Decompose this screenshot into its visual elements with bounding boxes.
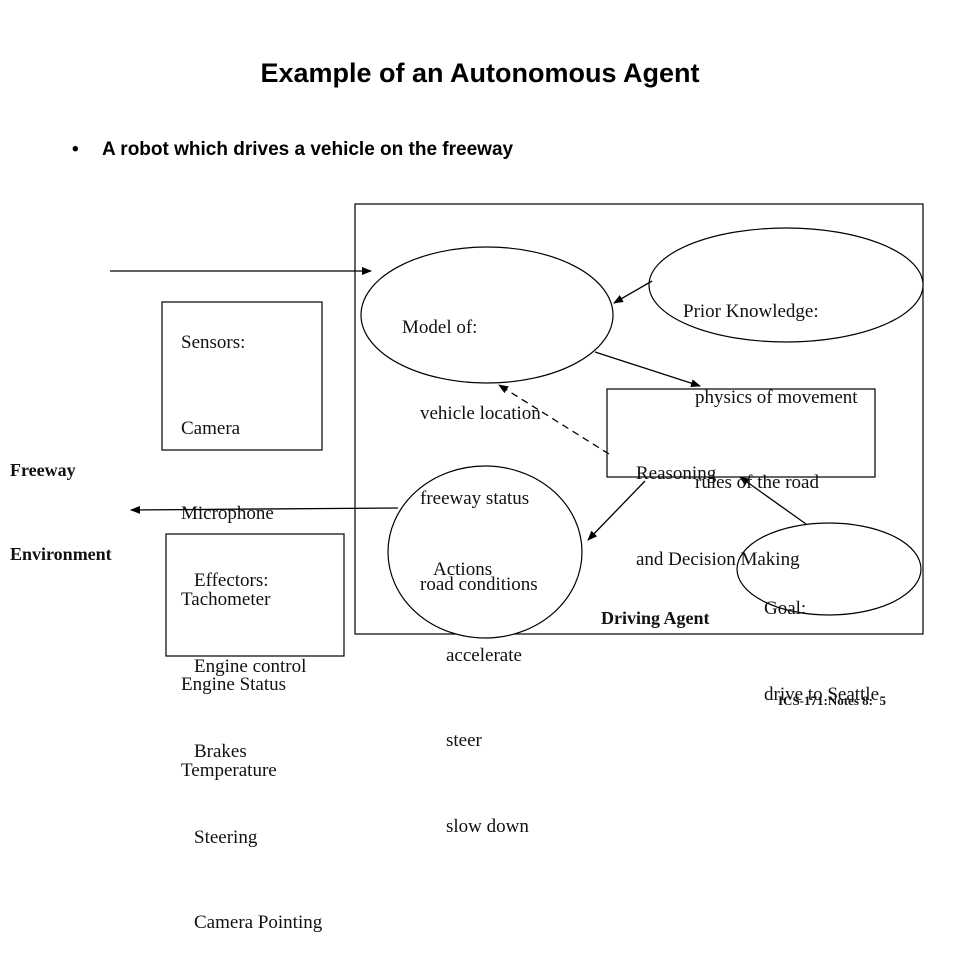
- reasoning-line: and Decision Making: [636, 548, 800, 570]
- model-item: road conditions: [420, 573, 538, 595]
- model-ellipse: [360, 246, 614, 384]
- arrow-model-to-reasoning: [594, 351, 701, 388]
- driving-agent-label: Driving Agent: [601, 608, 710, 628]
- prior-knowledge-ellipse: [648, 227, 924, 343]
- effector-item: Steering: [194, 826, 258, 848]
- model-item: vehicle location: [420, 402, 541, 424]
- reasoning-line: Reasoning: [636, 463, 717, 484]
- model-item: freeway status: [420, 488, 530, 509]
- action-item: accelerate: [446, 644, 522, 666]
- slide-title: Example of an Autonomous Agent: [260, 58, 700, 88]
- diagram-canvas: [110, 203, 924, 657]
- prior-knowledge-item: rules of the road: [695, 472, 819, 493]
- model-text: Model of: vehicle location freeway statu…: [402, 257, 541, 628]
- sensors-box: [161, 301, 323, 451]
- arrow-actions-to-environment: [130, 505, 399, 514]
- actions-text: Actions accelerate steer slow down: [433, 499, 529, 870]
- effector-item: Camera Pointing: [194, 912, 323, 933]
- prior-knowledge-heading: Prior Knowledge:: [683, 301, 819, 322]
- reasoning-box: [606, 388, 876, 478]
- sensor-item: Camera: [181, 417, 241, 439]
- environment-label: Freeway Environment: [10, 400, 112, 596]
- arrow-knowledge-to-model: [613, 280, 653, 304]
- slide-footer: ICS-171:Notes 8: 5: [778, 693, 886, 708]
- effector-item: Brakes: [194, 741, 247, 762]
- bullet-text: A robot which drives a vehicle on the fr…: [102, 139, 514, 160]
- actions-ellipse: [387, 465, 583, 639]
- bullet-line: • A robot which drives a vehicle on the f…: [72, 139, 513, 161]
- effectors-text: Effectors: Engine control Brakes Steerin…: [194, 510, 322, 966]
- reasoning-text: Reasoning and Decision Making: [636, 403, 800, 603]
- goal-ellipse: [736, 522, 922, 616]
- effectors-box: [165, 533, 345, 657]
- effector-item: Engine control: [194, 655, 307, 677]
- sensors-heading: Sensors:: [181, 332, 246, 353]
- prior-knowledge-item: physics of movement: [695, 386, 858, 408]
- environment-label-line: Freeway: [10, 460, 76, 480]
- goal-line: drive to Seattle: [764, 683, 880, 705]
- sensor-item: Engine Status: [181, 674, 287, 695]
- model-heading: Model of:: [402, 317, 478, 338]
- action-item: steer: [446, 730, 482, 751]
- effectors-heading: Effectors:: [194, 570, 269, 591]
- sensor-item: Microphone: [181, 503, 274, 524]
- sensor-item: Tachometer: [181, 588, 271, 610]
- arrow-reasoning-to-actions: [587, 480, 646, 541]
- arrow-goal-to-reasoning: [739, 476, 807, 525]
- actions-heading: Actions: [433, 559, 493, 580]
- goal-text: Goal: drive to Seattle: [764, 538, 879, 738]
- driving-agent-box: [354, 203, 924, 635]
- environment-label-line: Environment: [10, 544, 112, 564]
- prior-knowledge-text: Prior Knowledge: physics of movement rul…: [683, 241, 858, 526]
- action-item: slow down: [446, 815, 529, 837]
- goal-line: Goal:: [764, 598, 807, 619]
- bullet-dot: •: [72, 139, 79, 160]
- arrow-reasoning-to-model-dashed: [498, 384, 610, 455]
